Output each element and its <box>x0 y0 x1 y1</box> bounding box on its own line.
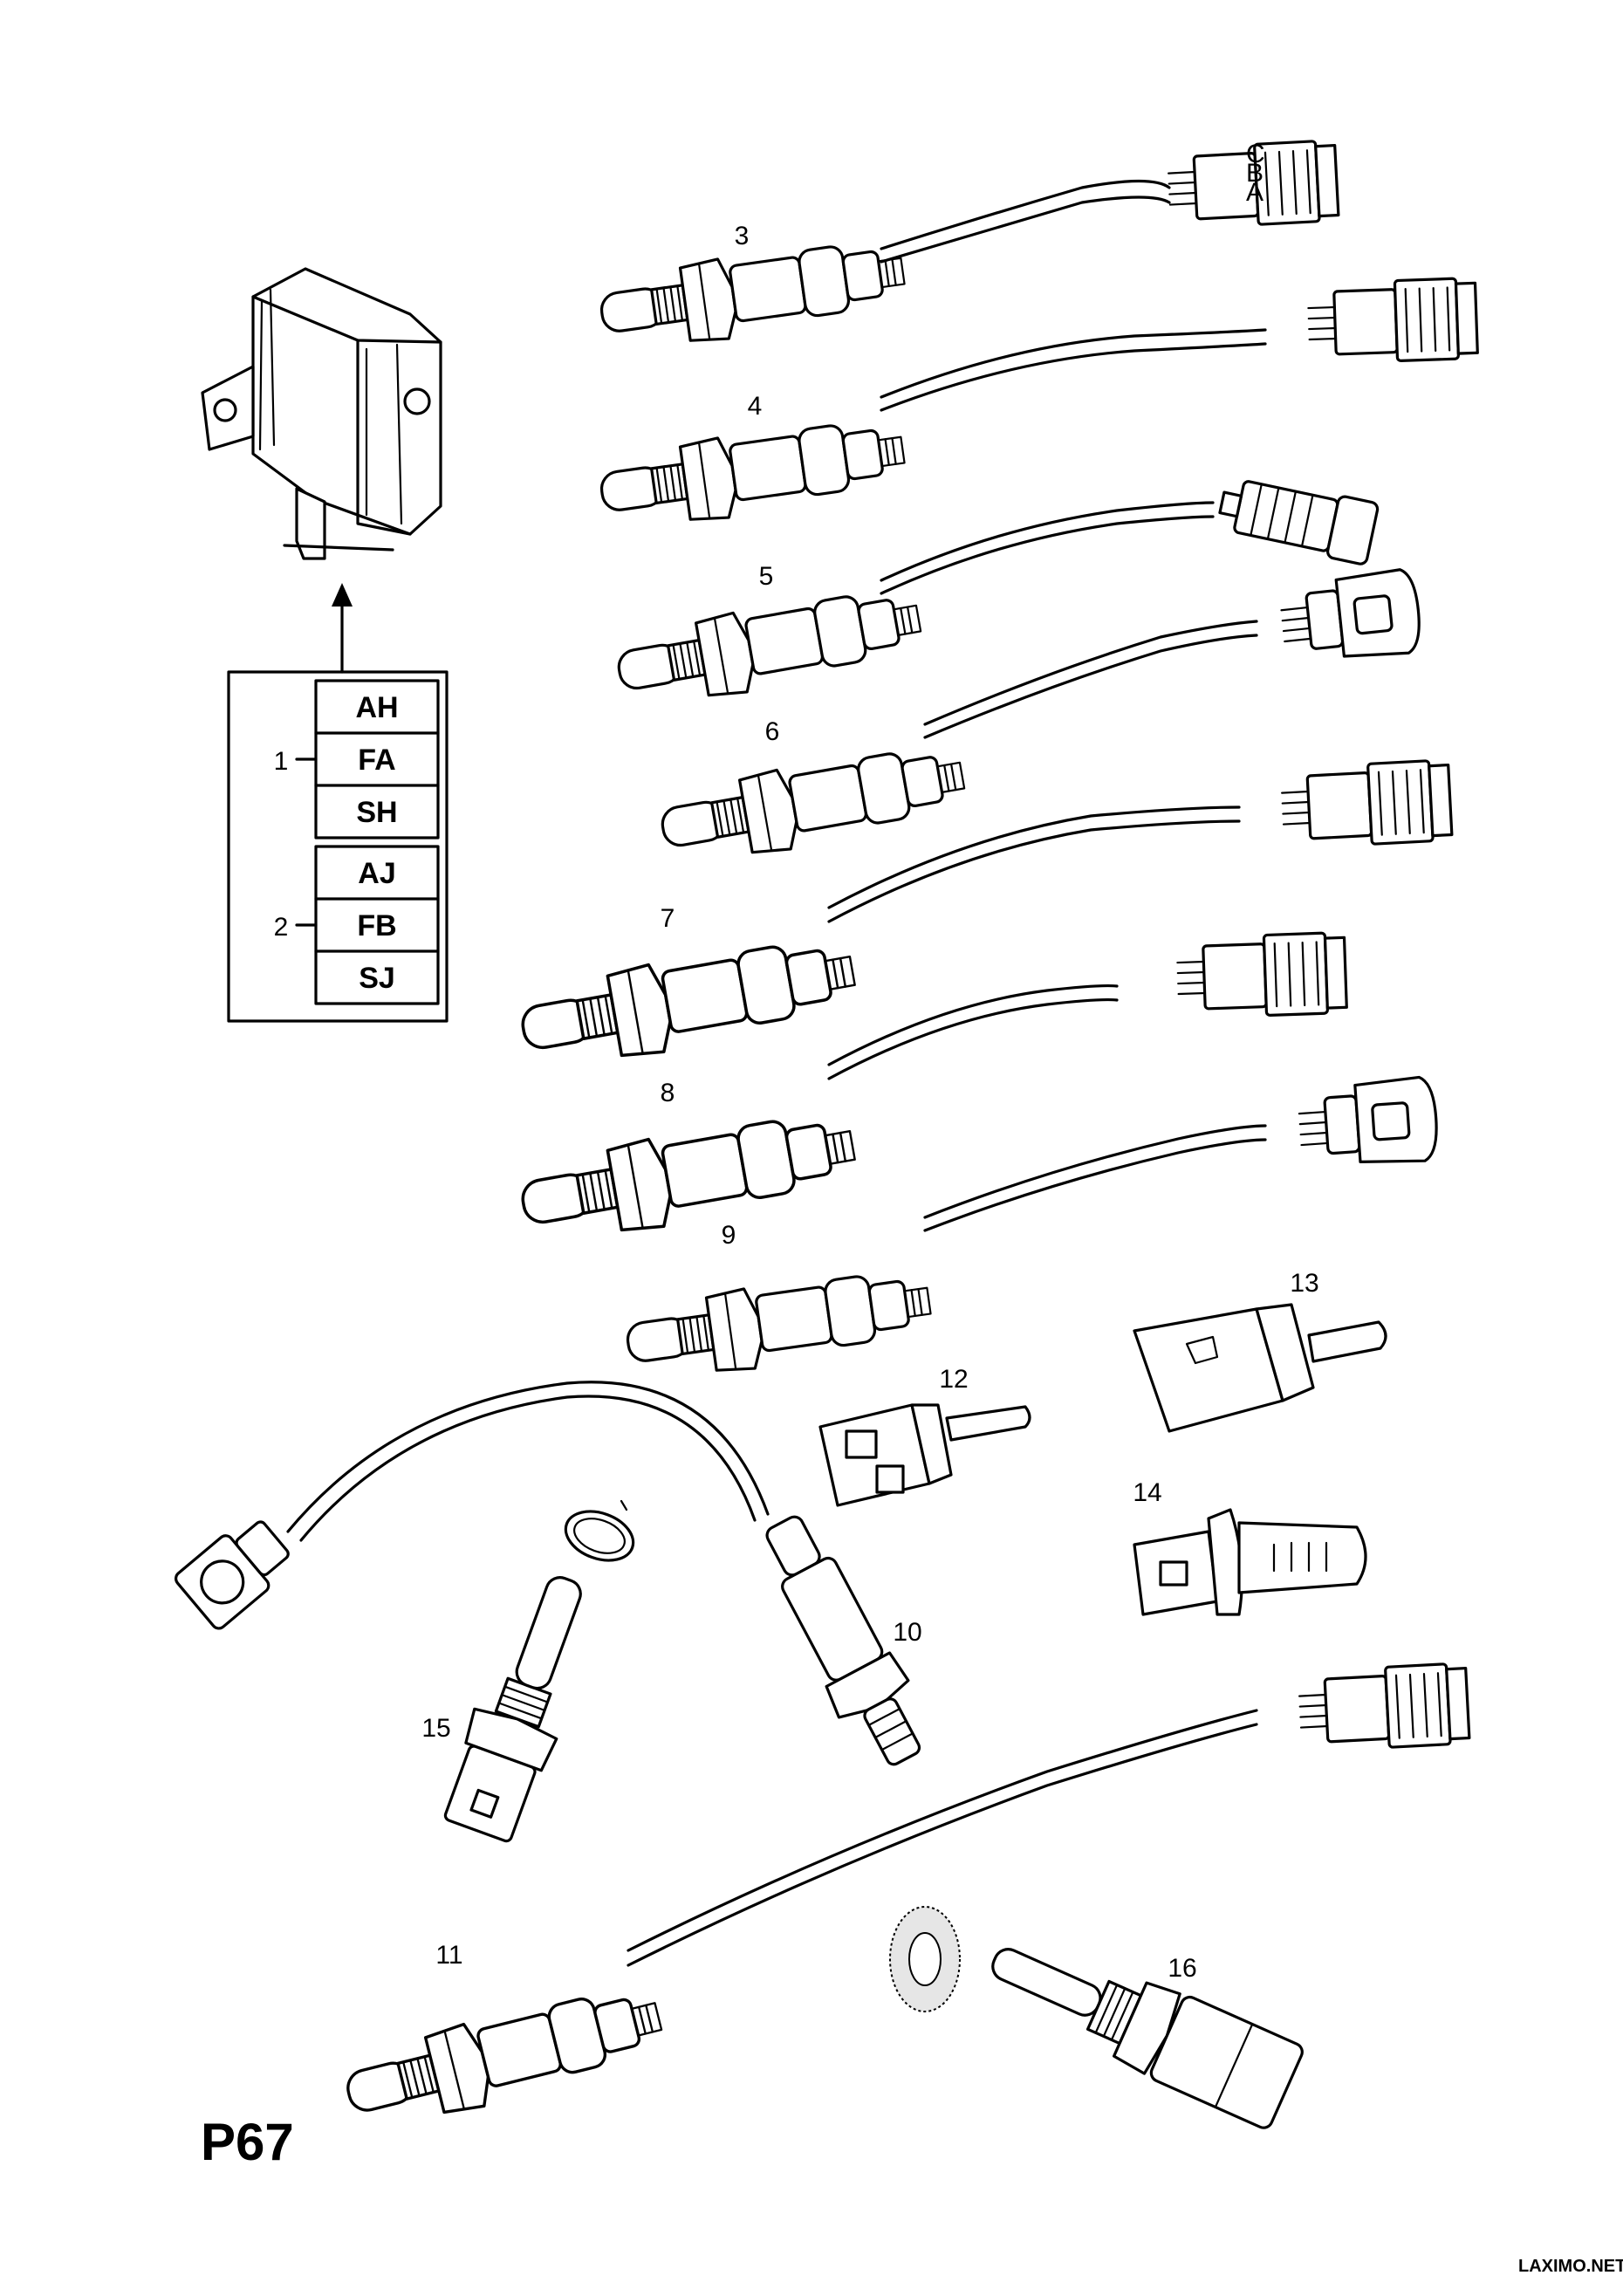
watermark: LAXIMO.NET <box>1518 2257 1623 2276</box>
part-6-oxygen-sensor: 6 <box>654 566 1424 872</box>
part-7-oxygen-sensor: 7 <box>514 757 1454 1077</box>
callout-1: 1 <box>274 747 289 776</box>
callout-15: 15 <box>421 1714 450 1743</box>
callout-10: 10 <box>893 1618 921 1647</box>
callout-16: 16 <box>1168 1954 1196 1983</box>
code-box: AH FA SH 1 AJ FB SJ 2 <box>227 670 449 1023</box>
callout-7: 7 <box>661 904 675 933</box>
code-aj: AJ <box>358 857 395 890</box>
callout-2: 2 <box>274 913 289 942</box>
part-14-temperature-sensor: 14 <box>1133 1478 1367 1616</box>
code-fa: FA <box>358 744 395 777</box>
page-id: P67 <box>201 2113 294 2171</box>
callout-5: 5 <box>759 562 774 591</box>
part-16-temperature-sensor: 16 <box>889 1906 1304 2129</box>
callout-12: 12 <box>939 1365 968 1394</box>
control-unit <box>201 267 442 560</box>
part-11-oxygen-sensor: 11 <box>338 1661 1471 2139</box>
callout-14: 14 <box>1133 1478 1161 1507</box>
code-fb: FB <box>357 909 396 942</box>
callout-11: 11 <box>435 1941 462 1970</box>
part-13-temperature-sensor: 13 <box>1133 1269 1387 1433</box>
connector-letter-a: A <box>1246 178 1263 207</box>
part-4-oxygen-sensor: 4 <box>595 276 1480 537</box>
code-ah: AH <box>355 691 398 724</box>
part-9-oxygen-sensor: 9 <box>621 1074 1441 1388</box>
callout-9: 9 <box>722 1221 736 1250</box>
part-8-oxygen-sensor: 8 <box>514 930 1349 1251</box>
part-10-oxygen-sensor: 10 <box>174 1381 922 1766</box>
code-group-2: AJ FB SJ 2 <box>274 845 440 1005</box>
callout-13: 13 <box>1290 1269 1318 1298</box>
callout-6: 6 <box>765 717 780 746</box>
arrow-up-icon <box>332 583 353 674</box>
callout-4: 4 <box>748 392 763 421</box>
code-group-1: AH FA SH 1 <box>274 679 440 840</box>
part-5-oxygen-sensor: 5 <box>611 480 1380 715</box>
connector-letter-b: B <box>1246 159 1263 188</box>
connector-letter-c: C <box>1246 140 1265 168</box>
callout-8: 8 <box>661 1079 675 1107</box>
code-sh: SH <box>356 796 397 829</box>
part-12-temperature-sensor: 12 <box>818 1365 1031 1507</box>
code-sj: SJ <box>359 962 395 995</box>
part-15-temperature-sensor: 15 <box>421 1499 635 1843</box>
callout-3: 3 <box>735 222 750 250</box>
part-3-oxygen-sensor: C B A 3 <box>595 138 1340 358</box>
